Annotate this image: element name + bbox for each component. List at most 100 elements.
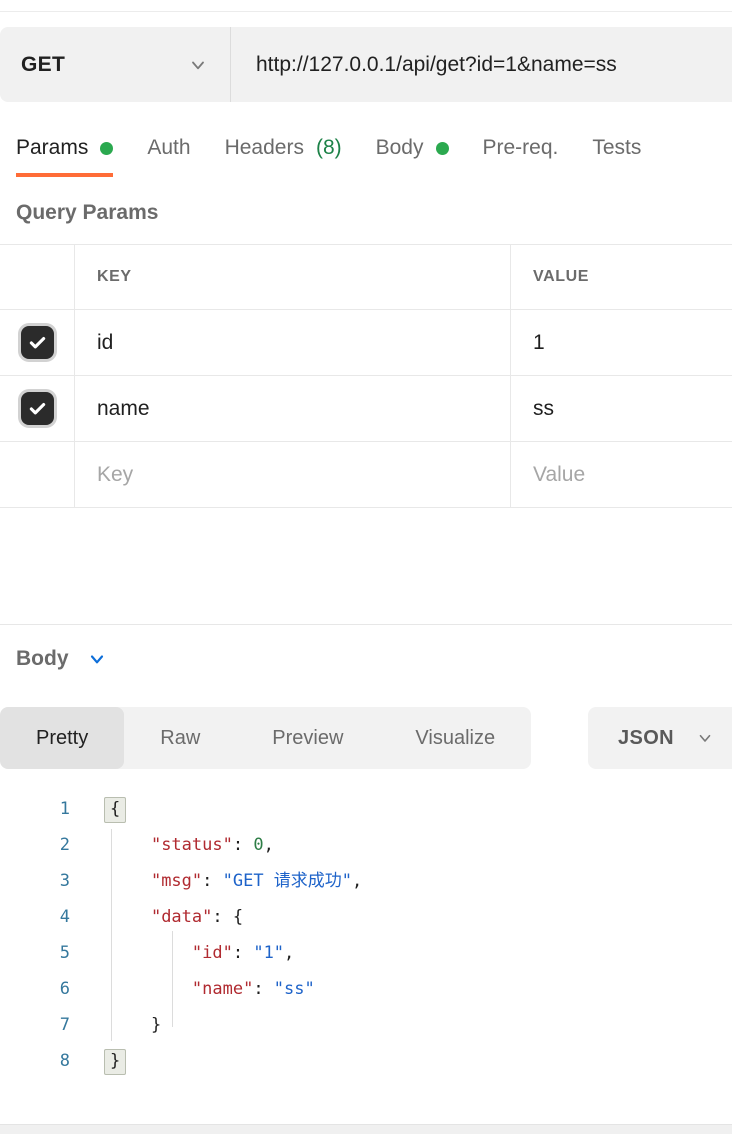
param-value-cell[interactable]: Value xyxy=(510,442,732,507)
checkmark-icon xyxy=(29,336,45,349)
view-tab-preview[interactable]: Preview xyxy=(272,726,344,749)
tab-headers[interactable]: Headers(8) xyxy=(225,130,342,177)
view-tab-raw[interactable]: Raw xyxy=(160,726,201,749)
key-column-header: KEY xyxy=(74,245,510,309)
code-line: 1{ xyxy=(0,791,732,827)
code-line: 3 "msg": "GET 请求成功", xyxy=(0,863,732,899)
code-line: 6 "name": "ss" xyxy=(0,971,732,1007)
code-token-str: "ss" xyxy=(273,979,315,999)
method-label: GET xyxy=(21,52,66,76)
header-check-cell xyxy=(0,245,74,309)
param-value-cell[interactable]: ss xyxy=(510,376,732,441)
tab-prereq[interactable]: Pre-req. xyxy=(483,130,559,177)
tab-body[interactable]: Body xyxy=(376,130,449,177)
code-token-p: : xyxy=(202,871,223,891)
code-line: 5 "id": "1", xyxy=(0,935,732,971)
code-token-p: : xyxy=(232,943,254,963)
code-token-p: : xyxy=(232,835,254,855)
code-line: 7 } xyxy=(0,1007,732,1043)
code-line: 8} xyxy=(0,1043,732,1079)
param-value-text: 1 xyxy=(533,330,545,354)
code-token-sp xyxy=(110,979,192,999)
line-number: 6 xyxy=(59,979,70,999)
code-token-p: , xyxy=(352,871,363,891)
chevron-down-icon[interactable] xyxy=(87,649,107,669)
line-number: 5 xyxy=(59,943,70,963)
indent-guide xyxy=(172,931,173,1027)
code-token-key: "name" xyxy=(191,979,254,999)
response-body-label[interactable]: Body xyxy=(16,647,69,670)
tab-count-badge: (8) xyxy=(315,136,342,159)
tab-label: Body xyxy=(375,136,424,159)
tab-label: Auth xyxy=(147,136,191,159)
line-number: 8 xyxy=(59,1051,70,1071)
method-selector[interactable]: GET xyxy=(0,27,230,102)
param-value-cell[interactable]: 1 xyxy=(510,310,732,375)
code-line-content: } xyxy=(70,1007,732,1043)
response-body-code[interactable]: 1{2 "status": 0,3 "msg": "GET 请求成功",4 "d… xyxy=(0,791,732,1079)
checkbox-checked[interactable] xyxy=(20,326,54,359)
param-check-cell xyxy=(0,442,74,507)
tab-label: Params xyxy=(16,136,89,159)
code-token-str: "GET 请求成功" xyxy=(222,871,353,891)
code-token-sp xyxy=(110,943,192,963)
param-key-cell[interactable]: id xyxy=(74,310,510,375)
line-number: 2 xyxy=(59,835,70,855)
code-token-str: "1" xyxy=(253,943,285,963)
response-controls: Pretty Raw Preview Visualize JSON xyxy=(0,707,732,769)
code-token-key: "data" xyxy=(150,907,213,927)
tab-params[interactable]: Params xyxy=(16,130,114,177)
code-token-sp xyxy=(110,871,151,891)
value-column-header: VALUE xyxy=(510,245,732,309)
format-dropdown[interactable]: JSON xyxy=(588,707,732,769)
tab-label: Tests xyxy=(592,136,642,159)
line-number: 3 xyxy=(59,871,70,891)
param-key-text: id xyxy=(97,330,114,354)
code-line-content: "data": { xyxy=(70,899,732,935)
code-token-sp xyxy=(110,1015,151,1035)
request-tabs: Params Auth Headers(8) Body Pre-req. Tests xyxy=(0,130,732,177)
response-section-divider xyxy=(0,624,732,625)
view-tab-pretty[interactable]: Pretty xyxy=(0,707,125,769)
code-token-fold: { xyxy=(104,797,127,823)
code-token-num: 0 xyxy=(253,835,264,855)
code-token-sp xyxy=(110,907,151,927)
param-value-text: Value xyxy=(533,462,586,486)
url-input[interactable]: http://127.0.0.1/api/get?id=1&name=ss xyxy=(256,52,617,76)
code-token-p: : xyxy=(212,907,233,927)
green-dot-icon xyxy=(435,141,449,155)
tab-tests[interactable]: Tests xyxy=(592,130,641,177)
param-key-cell[interactable]: Key xyxy=(74,442,510,507)
param-check-cell xyxy=(0,376,74,441)
code-line-content: "name": "ss" xyxy=(70,971,732,1007)
line-number: 7 xyxy=(59,1015,70,1035)
top-divider xyxy=(0,0,732,12)
indent-guide xyxy=(111,829,112,1041)
bottom-bar xyxy=(0,1124,732,1134)
response-view-tabs: Pretty Raw Preview Visualize xyxy=(0,707,532,769)
code-token-key: "status" xyxy=(150,835,233,855)
code-line-content: "msg": "GET 请求成功", xyxy=(70,863,732,899)
chevron-down-icon xyxy=(699,734,711,742)
param-key-cell[interactable]: name xyxy=(74,376,510,441)
code-token-p: { xyxy=(232,907,244,927)
checkbox-checked[interactable] xyxy=(20,392,54,425)
param-check-cell xyxy=(0,310,74,375)
code-line-content: } xyxy=(70,1043,732,1079)
code-token-sp xyxy=(110,835,151,855)
line-number: 4 xyxy=(59,907,70,927)
code-token-p: } xyxy=(150,1015,162,1035)
tab-auth[interactable]: Auth xyxy=(147,130,190,177)
chevron-down-icon xyxy=(192,61,204,69)
param-row: Key Value xyxy=(0,442,732,508)
code-token-p: , xyxy=(284,943,295,963)
green-dot-icon xyxy=(100,141,114,155)
checkmark-icon xyxy=(29,402,45,415)
param-value-text: ss xyxy=(533,396,554,420)
code-line: 4 "data": { xyxy=(0,899,732,935)
code-line-content: { xyxy=(70,791,732,827)
view-tab-visualize[interactable]: Visualize xyxy=(415,726,496,749)
